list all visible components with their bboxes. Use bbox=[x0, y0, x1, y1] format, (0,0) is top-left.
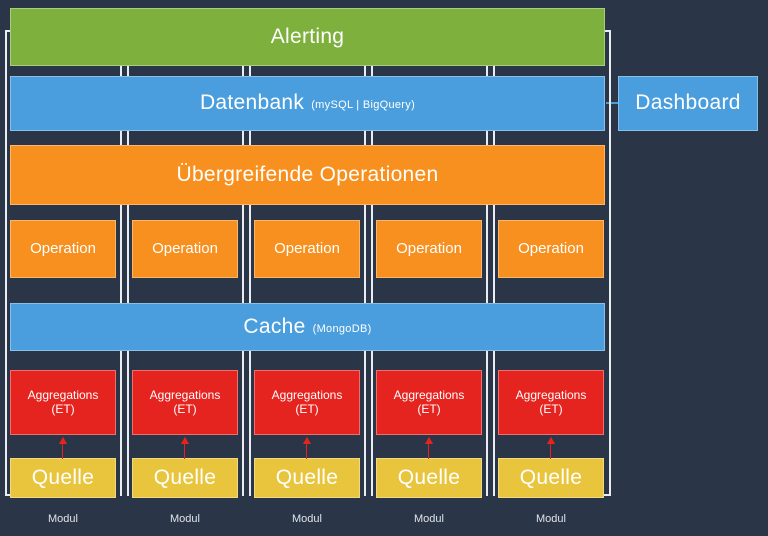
module-3-operation-overlay[interactable]: Operation bbox=[254, 220, 360, 278]
layer-alerting-overlay[interactable]: Alerting bbox=[10, 8, 605, 66]
module-2-aggregations-overlay[interactable]: Aggregations(ET) bbox=[132, 370, 238, 435]
module-5-arrow-line-top bbox=[550, 443, 551, 459]
dashboard-connector bbox=[606, 102, 618, 104]
module-4-agg-overlay-l2: (ET) bbox=[417, 401, 441, 416]
module-separator-3-right bbox=[364, 30, 366, 496]
module-3-quelle-overlay[interactable]: Quelle bbox=[254, 458, 360, 498]
module-3-arrow-line-top bbox=[306, 443, 307, 459]
module-5-operation-overlay-label: Operation bbox=[518, 240, 584, 258]
module-separator-3-left bbox=[249, 30, 251, 496]
module-1-agg-overlay-l1: Aggregations bbox=[27, 387, 99, 402]
module-1-quelle-overlay[interactable]: Quelle bbox=[10, 458, 116, 498]
module-3-arrow-head-top bbox=[303, 437, 311, 444]
module-4-aggregations-overlay[interactable]: Aggregations(ET) bbox=[376, 370, 482, 435]
layer-cache-overlay[interactable]: Cache (MongoDB) bbox=[10, 303, 605, 351]
module-3-quelle-overlay-label: Quelle bbox=[275, 465, 339, 489]
module-2-operation-overlay-label: Operation bbox=[152, 240, 218, 258]
dashboard-label: Dashboard bbox=[635, 91, 741, 115]
module-5-aggregations-overlay[interactable]: Aggregations(ET) bbox=[498, 370, 604, 435]
module-5-quelle-overlay-label: Quelle bbox=[519, 465, 583, 489]
module-5-right-bracket-cap-top bbox=[601, 30, 610, 32]
module-2-arrow-head-top bbox=[181, 437, 189, 444]
layer-datenbank-overlay-label: Datenbank bbox=[199, 91, 305, 115]
module-1-operation-overlay-label: Operation bbox=[30, 240, 96, 258]
module-1-arrow-line-top bbox=[62, 443, 63, 459]
module-separator-2-left bbox=[127, 30, 129, 496]
module-separator-4-left bbox=[371, 30, 373, 496]
module-5-agg-overlay-l1: Aggregations bbox=[515, 387, 587, 402]
module-4-operation-overlay[interactable]: Operation bbox=[376, 220, 482, 278]
dashboard-box[interactable]: Dashboard bbox=[618, 76, 758, 131]
module-5-quelle-overlay[interactable]: Quelle bbox=[498, 458, 604, 498]
module-1-left-bracket bbox=[5, 30, 7, 496]
layer-alerting-overlay-label: Alerting bbox=[270, 24, 345, 48]
module-3-aggregations-overlay[interactable]: Aggregations(ET) bbox=[254, 370, 360, 435]
module-2-modul-label: Modul bbox=[170, 513, 200, 525]
module-2-agg-overlay-l1: Aggregations bbox=[149, 387, 221, 402]
module-1-arrow-head-top bbox=[59, 437, 67, 444]
module-4-operation-overlay-label: Operation bbox=[396, 240, 462, 258]
layer-datenbank-overlay[interactable]: Datenbank (mySQL | BigQuery) bbox=[10, 76, 605, 131]
module-2-quelle-overlay[interactable]: Quelle bbox=[132, 458, 238, 498]
layer-uebergreifende-overlay[interactable]: Übergreifende Operationen bbox=[10, 145, 605, 205]
module-separator-4-right bbox=[486, 30, 488, 496]
module-4-arrow-head-top bbox=[425, 437, 433, 444]
module-1-agg-overlay-l2: (ET) bbox=[51, 401, 75, 416]
module-separator-1-right bbox=[120, 30, 122, 496]
module-4-quelle-overlay-label: Quelle bbox=[397, 465, 461, 489]
module-2-quelle-overlay-label: Quelle bbox=[153, 465, 217, 489]
module-5-modul-label: Modul bbox=[536, 513, 566, 525]
layer-datenbank-overlay-sublabel: (mySQL | BigQuery) bbox=[311, 99, 416, 112]
module-5-agg-overlay-l2: (ET) bbox=[539, 401, 563, 416]
module-4-agg-overlay-l1: Aggregations bbox=[393, 387, 465, 402]
layer-cache-overlay-sublabel: (MongoDB) bbox=[312, 322, 372, 335]
module-1-quelle-overlay-label: Quelle bbox=[31, 465, 95, 489]
module-3-agg-overlay-l2: (ET) bbox=[295, 401, 319, 416]
layer-cache-overlay-label: Cache bbox=[243, 314, 306, 338]
module-4-modul-label: Modul bbox=[414, 513, 444, 525]
module-3-operation-overlay-label: Operation bbox=[274, 240, 340, 258]
module-3-agg-overlay-l1: Aggregations bbox=[271, 387, 343, 402]
module-4-arrow-line-top bbox=[428, 443, 429, 459]
module-1-modul-label: Modul bbox=[48, 513, 78, 525]
module-1-left-bracket-cap-top bbox=[5, 30, 14, 32]
module-4-quelle-overlay[interactable]: Quelle bbox=[376, 458, 482, 498]
module-5-arrow-head-top bbox=[547, 437, 555, 444]
module-5-right-bracket-cap-bottom bbox=[601, 494, 610, 496]
module-separator-2-right bbox=[242, 30, 244, 496]
module-5-operation-overlay[interactable]: Operation bbox=[498, 220, 604, 278]
module-3-modul-label: Modul bbox=[292, 513, 322, 525]
module-2-agg-overlay-l2: (ET) bbox=[173, 401, 197, 416]
layer-uebergreifende-overlay-label: Übergreifende Operationen bbox=[176, 162, 439, 186]
module-1-left-bracket-cap-bottom bbox=[5, 494, 14, 496]
module-5-right-bracket bbox=[609, 30, 611, 496]
module-2-operation-overlay[interactable]: Operation bbox=[132, 220, 238, 278]
module-separator-5-left bbox=[493, 30, 495, 496]
module-1-operation-overlay[interactable]: Operation bbox=[10, 220, 116, 278]
module-2-arrow-line-top bbox=[184, 443, 185, 459]
module-1-aggregations-overlay[interactable]: Aggregations(ET) bbox=[10, 370, 116, 435]
